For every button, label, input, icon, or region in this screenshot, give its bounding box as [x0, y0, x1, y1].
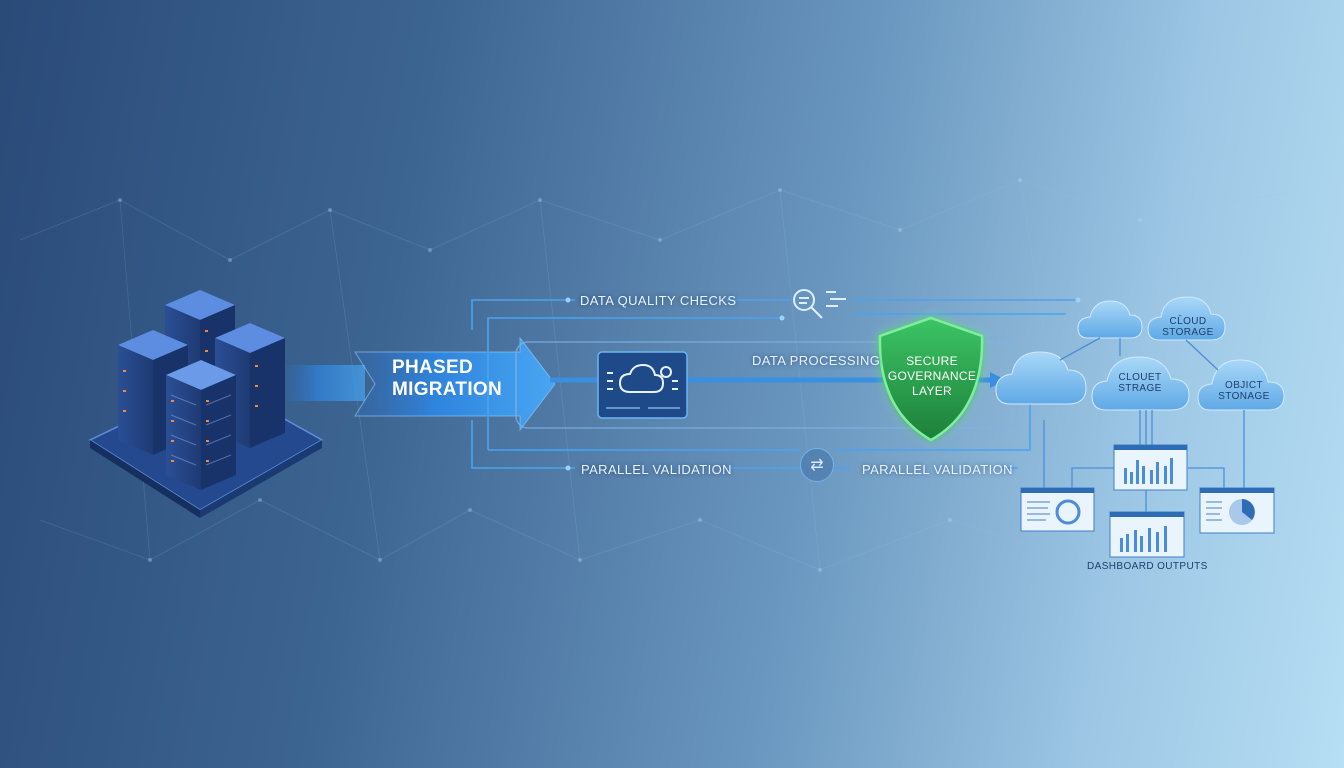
cloud-storage-mid-label: CLOUET STRAGE [1118, 372, 1162, 394]
server-cluster-icon [88, 290, 324, 518]
cloud-storage-top-label: CL̄OUD STORAGE [1162, 316, 1214, 338]
flow-lines [471, 299, 1078, 469]
secure-governance-layer-label: SECURE GOVERNANCE LAYER [887, 354, 977, 398]
parallel-validation-left-label: PARALLEL VALIDATION [581, 462, 732, 477]
phased-migration-arrow [285, 336, 556, 432]
shield-icon [878, 316, 984, 442]
swap-arrows-icon: ⇄ [800, 448, 834, 482]
cloud-icon [995, 296, 1285, 411]
cloud-gear-icon [597, 351, 688, 419]
dashboard-connectors [1043, 337, 1245, 512]
dashboard-outputs-label: DASHBOARD OUTPUTS [1087, 561, 1208, 572]
data-processing-label: DATA PROCESSING [752, 353, 881, 368]
dashboard-icon [1020, 444, 1275, 558]
data-quality-checks-label: DATA QUALITY CHECKS [580, 293, 737, 308]
phased-migration-label: PHASED MIGRATION [392, 357, 503, 400]
processing-arrowhead [990, 372, 1006, 388]
magnifier-icon [793, 289, 846, 319]
background-dots [118, 178, 1142, 572]
object-storage-label: OBJICT STONAGE [1218, 380, 1270, 402]
parallel-validation-right-label: PARALLEL VALIDATION [862, 462, 1013, 477]
